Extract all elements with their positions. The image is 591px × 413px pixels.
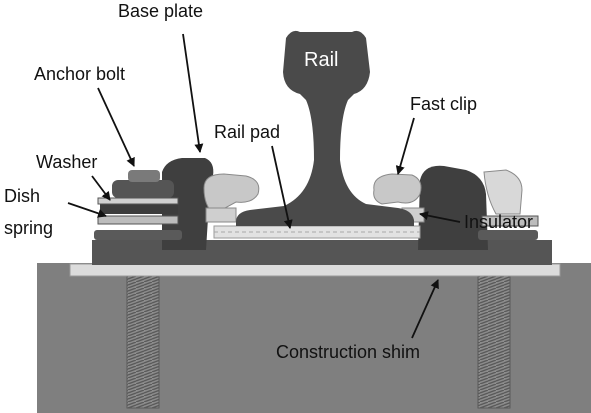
label-dish-spring-line2: spring xyxy=(4,218,53,238)
label-fast-clip: Fast clip xyxy=(410,94,477,114)
label-construction-shim: Construction shim xyxy=(276,342,420,362)
left-shoulder xyxy=(162,158,214,250)
anchor-bolt-left-shank xyxy=(126,267,160,409)
dish-spring-left xyxy=(94,230,182,240)
washer-left-lower xyxy=(97,215,179,225)
dish-spring-right xyxy=(478,230,538,240)
insulator-left xyxy=(205,207,237,223)
arrow-rail-pad xyxy=(271,145,293,229)
fast-clip-right-rear xyxy=(483,169,523,215)
arrow-construction-shim xyxy=(411,279,439,339)
washer-right xyxy=(481,215,539,227)
label-washer: Washer xyxy=(36,152,97,172)
label-dish-spring-line1: Dish xyxy=(4,186,40,206)
arrow-base-plate xyxy=(182,33,204,153)
fast-clip-right xyxy=(373,173,422,205)
arrow-dish-spring xyxy=(67,202,107,218)
label-rail: Rail xyxy=(304,49,338,71)
bolt-head-left xyxy=(128,170,160,182)
label-rail-pad: Rail pad xyxy=(214,122,280,142)
arrow-insulator xyxy=(419,211,461,223)
washer-left-upper xyxy=(100,204,178,214)
construction-shim xyxy=(69,263,561,277)
label-anchor-bolt: Anchor bolt xyxy=(34,64,125,84)
arrow-fast-clip xyxy=(395,117,415,175)
anchor-bolt-right-shank xyxy=(477,267,511,409)
arrow-anchor-bolt xyxy=(97,87,135,167)
label-insulator: Insulator xyxy=(464,212,533,232)
rail xyxy=(236,30,414,226)
arrow-washer xyxy=(91,175,111,201)
bolt-nut-left xyxy=(112,180,174,198)
label-base-plate: Base plate xyxy=(118,1,203,21)
right-shoulder xyxy=(418,165,488,250)
